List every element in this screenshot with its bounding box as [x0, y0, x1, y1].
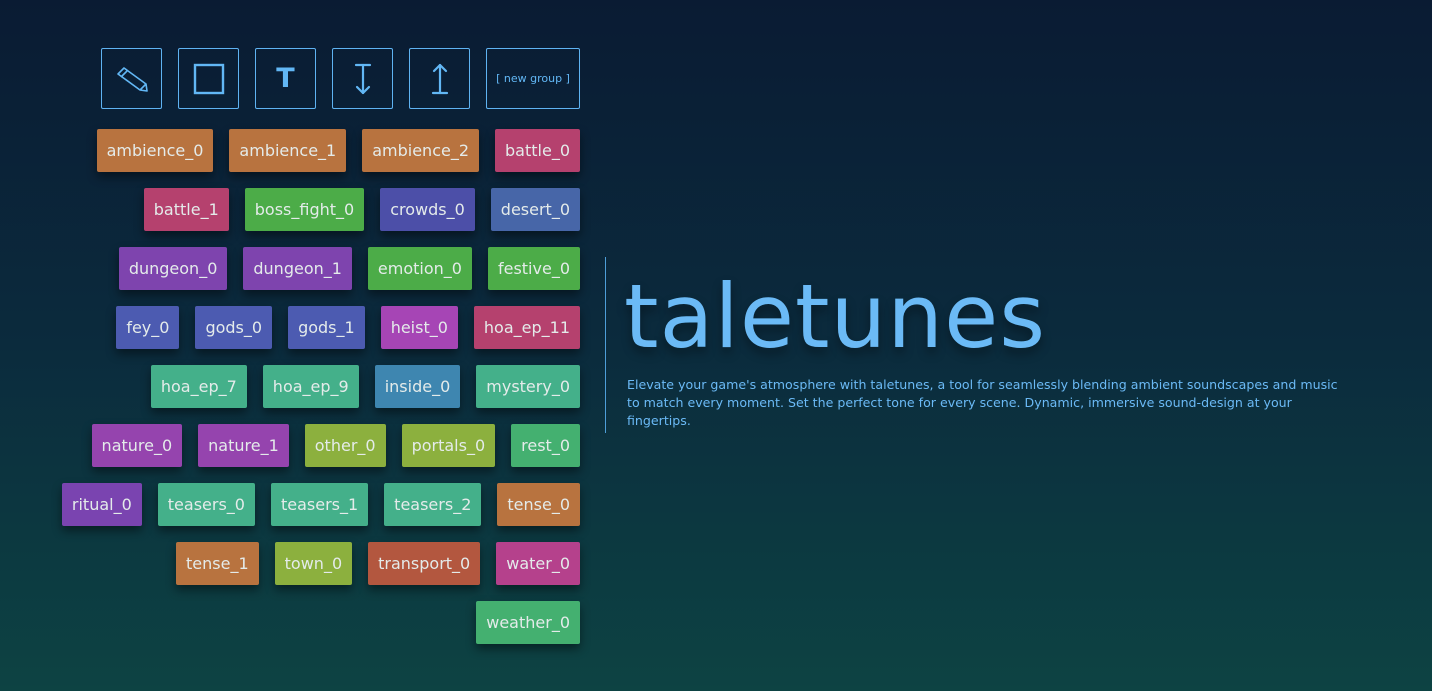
sound-tag-dungeon-1[interactable]: dungeon_1	[243, 247, 352, 290]
tag-row: ritual_0 teasers_0 teasers_1 teasers_2 tense…	[61, 483, 580, 526]
sound-tag-desert-0[interactable]: desert_0	[490, 188, 580, 231]
text-button[interactable]: T	[255, 48, 316, 109]
tag-row: nature_0 nature_1 other_0 portals_0 rest_0	[80, 424, 580, 467]
sound-tag-ambience-0[interactable]: ambience_0	[96, 129, 214, 172]
tag-row: fey_0 gods_0 gods_1 heist_0 hoa_ep_11	[80, 306, 580, 349]
sound-tag-tense-0[interactable]: tense_0	[497, 483, 580, 526]
sound-tag-gods-1[interactable]: gods_1	[288, 306, 365, 349]
sound-tag-boss-fight-0[interactable]: boss_fight_0	[244, 188, 365, 231]
sound-tag-dungeon-0[interactable]: dungeon_0	[118, 247, 228, 290]
arrow-up-bar-icon	[430, 62, 450, 96]
tag-row: weather_0	[80, 601, 580, 644]
sound-tag-emotion-0[interactable]: emotion_0	[367, 247, 472, 290]
sound-tag-battle-1[interactable]: battle_1	[143, 188, 229, 231]
sound-tag-hoa-ep-7[interactable]: hoa_ep_7	[150, 365, 247, 408]
sound-tag-crowds-0[interactable]: crowds_0	[380, 188, 475, 231]
sound-tag-town-0[interactable]: town_0	[274, 542, 353, 585]
text-icon: T	[276, 63, 295, 94]
app-title: taletunes	[624, 265, 1047, 368]
sound-tag-teasers-2[interactable]: teasers_2	[384, 483, 482, 526]
tag-row: hoa_ep_7 hoa_ep_9 inside_0 mystery_0	[80, 365, 580, 408]
square-icon	[193, 63, 225, 95]
sound-tag-weather-0[interactable]: weather_0	[476, 601, 580, 644]
sound-tag-teasers-0[interactable]: teasers_0	[157, 483, 255, 526]
left-panel: T	[61, 48, 580, 660]
tag-row: tense_1 town_0 transport_0 water_0	[80, 542, 580, 585]
divider	[605, 257, 606, 433]
sound-tag-mystery-0[interactable]: mystery_0	[476, 365, 580, 408]
square-button[interactable]	[178, 48, 239, 109]
expand-up-button[interactable]	[409, 48, 470, 109]
expand-down-button[interactable]	[332, 48, 393, 109]
arrow-down-bar-icon	[353, 62, 373, 96]
sound-tag-ambience-1[interactable]: ambience_1	[229, 129, 347, 172]
sound-tag-festive-0[interactable]: festive_0	[487, 247, 580, 290]
sound-tag-nature-1[interactable]: nature_1	[198, 424, 289, 467]
pencil-button[interactable]	[101, 48, 162, 109]
sound-tag-gods-0[interactable]: gods_0	[195, 306, 273, 349]
toolbar: T	[80, 48, 580, 109]
sound-tag-transport-0[interactable]: transport_0	[368, 542, 481, 585]
app-tagline: Elevate your game's atmosphere with tale…	[627, 377, 1338, 428]
new-group-button[interactable]: [ new group ]	[486, 48, 580, 109]
sound-tag-ambience-2[interactable]: ambience_2	[362, 129, 480, 172]
sound-tag-tense-1[interactable]: tense_1	[176, 542, 259, 585]
pencil-icon	[114, 64, 150, 94]
sound-tag-fey-0[interactable]: fey_0	[116, 306, 180, 349]
sound-tag-ritual-0[interactable]: ritual_0	[61, 483, 142, 526]
tag-row: dungeon_0 dungeon_1 emotion_0 festive_0	[80, 247, 580, 290]
sound-tag-portals-0[interactable]: portals_0	[401, 424, 496, 467]
sound-tag-battle-0[interactable]: battle_0	[495, 129, 580, 172]
tag-row: battle_1 boss_fight_0 crowds_0 desert_0	[80, 188, 580, 231]
sound-tag-heist-0[interactable]: heist_0	[380, 306, 458, 349]
sound-tag-rest-0[interactable]: rest_0	[511, 424, 580, 467]
sound-tag-other-0[interactable]: other_0	[304, 424, 386, 467]
sound-tag-hoa-ep-11[interactable]: hoa_ep_11	[473, 306, 580, 349]
sound-tag-teasers-1[interactable]: teasers_1	[270, 483, 369, 526]
sound-tag-nature-0[interactable]: nature_0	[91, 424, 183, 467]
sound-tag-inside-0[interactable]: inside_0	[374, 365, 461, 408]
sound-tag-water-0[interactable]: water_0	[496, 542, 580, 585]
sound-tag-hoa-ep-9[interactable]: hoa_ep_9	[262, 365, 359, 408]
tag-row: ambience_0 ambience_1 ambience_2 battle_0	[80, 129, 580, 172]
